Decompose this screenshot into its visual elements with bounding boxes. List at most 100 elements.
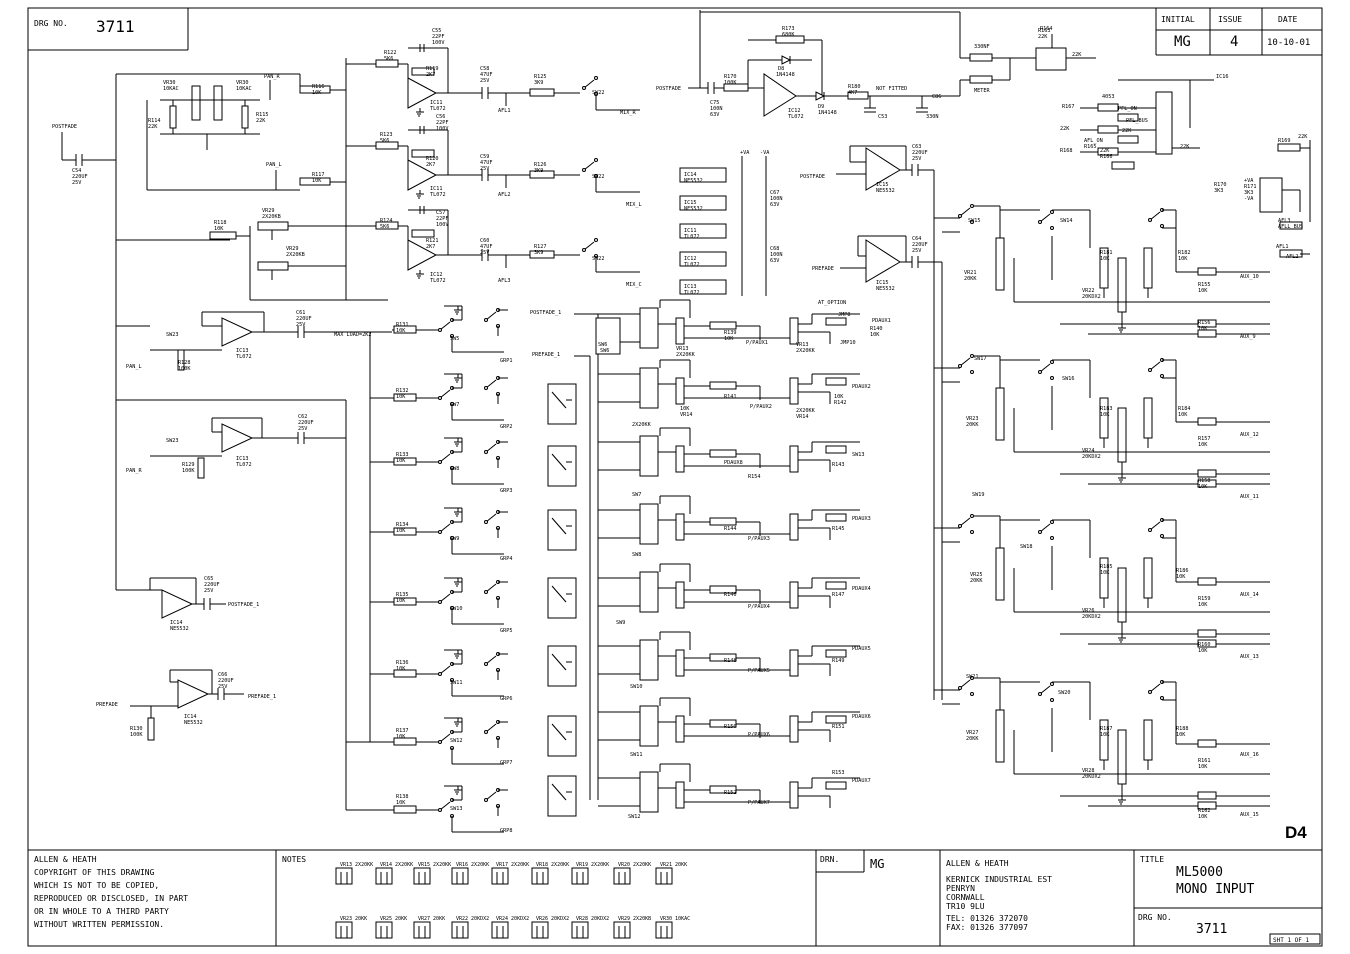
component-label: 22K: [256, 118, 266, 124]
component-label: 3K9: [534, 168, 543, 174]
drawing-title-line-2: MONO INPUT: [1176, 882, 1254, 897]
component-label: 10K: [1198, 484, 1208, 490]
component-label: AUX_9: [1240, 334, 1256, 340]
component-label: R136: [396, 660, 409, 666]
component-label: SW8: [450, 466, 459, 472]
component-label: 10KAC: [236, 86, 252, 92]
component-label: PDAUX7: [852, 778, 871, 784]
component-label: R145: [832, 526, 845, 532]
component-label: C62: [298, 414, 307, 420]
component-label: MAX LOAD=2K2: [334, 332, 371, 338]
component-label: R114: [148, 118, 161, 124]
component-label: R158: [1198, 478, 1211, 484]
component-label: +VA: [740, 150, 750, 156]
component-label: 1N4148: [818, 110, 837, 116]
component-label: P/PAUX4: [748, 604, 770, 610]
component-label: 220UF: [298, 420, 314, 426]
component-label: R180: [848, 84, 861, 90]
component-label: PDAUX2: [852, 384, 871, 390]
component-label: 2X20KK: [632, 422, 652, 428]
component-label: C59: [480, 154, 489, 160]
component-label: PDAUX5: [852, 646, 871, 652]
component-label: VR24: [1082, 448, 1095, 454]
copyright-line-2: COPYRIGHT OF THIS DRAWING: [34, 868, 155, 877]
component-label: R152: [724, 790, 737, 796]
component-label: TL072: [430, 278, 446, 284]
component-label: PREFADE: [812, 266, 834, 272]
component-label: 10K: [1198, 814, 1208, 820]
component-label: SW13: [450, 806, 463, 812]
component-label: GRP3: [500, 488, 513, 494]
component-label: PREFADE: [96, 702, 118, 708]
notes-pot-label: VR24 20KDX2: [496, 916, 529, 922]
component-label: R144: [724, 526, 737, 532]
component-label: 10K: [1198, 326, 1208, 332]
notes-pot-label: VR25 20KK: [380, 916, 407, 922]
component-label: R130: [130, 726, 143, 732]
component-label: VR22: [1082, 288, 1095, 294]
notes-pot-label: VR23 20KK: [340, 916, 367, 922]
component-label: 25V: [912, 248, 921, 254]
component-label: SW12: [450, 738, 463, 744]
component-label: C57: [436, 210, 445, 216]
component-label: 1N4148: [776, 72, 795, 78]
component-label: GRP7: [500, 760, 513, 766]
component-label: 3K3: [1244, 190, 1253, 196]
notes-pot-label: VR14 2X20KK: [380, 862, 413, 868]
component-label: 10K: [870, 332, 880, 338]
component-label: 22K: [1060, 126, 1070, 132]
component-label: R183: [1100, 406, 1113, 412]
drg-no2-label: DRG NO.: [1138, 913, 1172, 922]
component-label: 10K: [1176, 732, 1186, 738]
component-label: POSTFADE_1: [530, 310, 561, 316]
component-label: 10K: [1198, 442, 1208, 448]
component-label: 4K7: [848, 90, 857, 96]
component-label: 100K: [178, 366, 191, 372]
component-label: TL072: [236, 462, 252, 468]
component-label: MIX_L: [626, 202, 642, 208]
issue-label: ISSUE: [1218, 15, 1242, 24]
component-label: 10K: [680, 406, 690, 412]
company-line-4: CORNWALL: [946, 893, 985, 902]
component-label: VR27: [966, 730, 979, 736]
component-label: POSTFADE: [800, 174, 825, 180]
component-label: R188: [1176, 726, 1189, 732]
component-label: VR29: [286, 246, 299, 252]
component-label: R126: [534, 162, 547, 168]
component-label: 10K: [1198, 288, 1208, 294]
component-label: GRP1: [500, 358, 513, 364]
component-label: C86: [932, 94, 941, 100]
component-label: R187: [1100, 726, 1113, 732]
component-label: NE5532: [684, 178, 703, 184]
component-label: 10K: [1100, 256, 1110, 262]
component-label: R135: [396, 592, 409, 598]
component-label: 10K: [1100, 570, 1110, 576]
component-label: 10K: [396, 394, 406, 400]
drg-number-top: 3711: [96, 17, 135, 36]
component-label: 680K: [782, 32, 795, 38]
component-label: AFL2: [498, 192, 511, 198]
component-label: 25V: [480, 78, 489, 84]
component-label: R132: [396, 388, 409, 394]
component-label: IC11: [684, 228, 697, 234]
component-label: 100K: [724, 80, 737, 86]
component-label: VR13: [676, 346, 689, 352]
component-label: NE5532: [684, 206, 703, 212]
component-label: IC12: [684, 256, 697, 262]
notes-pot-label: VR15 2X20KK: [418, 862, 451, 868]
component-label: R164: [1040, 26, 1053, 32]
component-label: TL072: [684, 234, 700, 240]
component-label: NOT FITTED: [876, 86, 907, 92]
component-label: SW8: [632, 552, 641, 558]
component-label: 22PF: [432, 34, 445, 40]
component-label: NE5532: [876, 286, 895, 292]
component-label: TL072: [684, 290, 700, 296]
component-label: SW9: [450, 536, 459, 542]
component-label: 5K6: [380, 138, 389, 144]
component-label: AUX_14: [1240, 592, 1259, 598]
drawn-label: DRN.: [820, 855, 839, 864]
component-label: SW9: [616, 620, 625, 626]
component-label: R154: [748, 474, 761, 480]
component-label: R124: [380, 218, 393, 224]
component-label: 3K9: [534, 80, 543, 86]
